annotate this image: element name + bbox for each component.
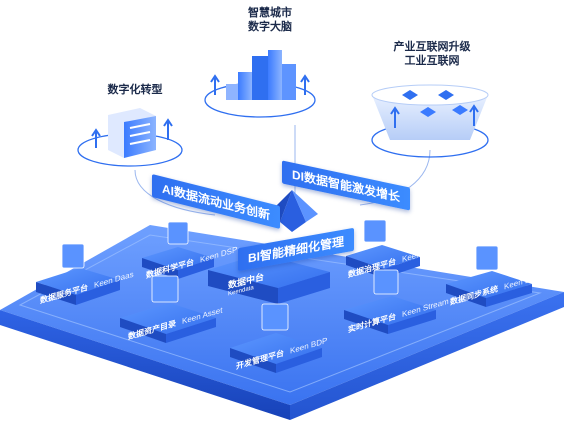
industrial-line1: 产业互联网升级 bbox=[393, 41, 471, 53]
platform-blocks bbox=[36, 245, 532, 373]
building-icon bbox=[91, 108, 173, 158]
smart-city-label: 智慧城市 数字大脑 bbox=[240, 6, 300, 34]
industrial-label: 产业互联网升级 工业互联网 bbox=[382, 40, 482, 68]
smart-city-line2: 数字大脑 bbox=[248, 21, 292, 33]
platform-icon-tiles bbox=[61, 219, 499, 331]
industrial-bowl-icon bbox=[371, 84, 489, 140]
city-skyline-icon bbox=[210, 50, 310, 100]
industrial-line2: 工业互联网 bbox=[404, 55, 460, 67]
smart-city-line1: 智慧城市 bbox=[248, 7, 292, 19]
digital-transformation-label: 数字化转型 bbox=[107, 84, 163, 96]
